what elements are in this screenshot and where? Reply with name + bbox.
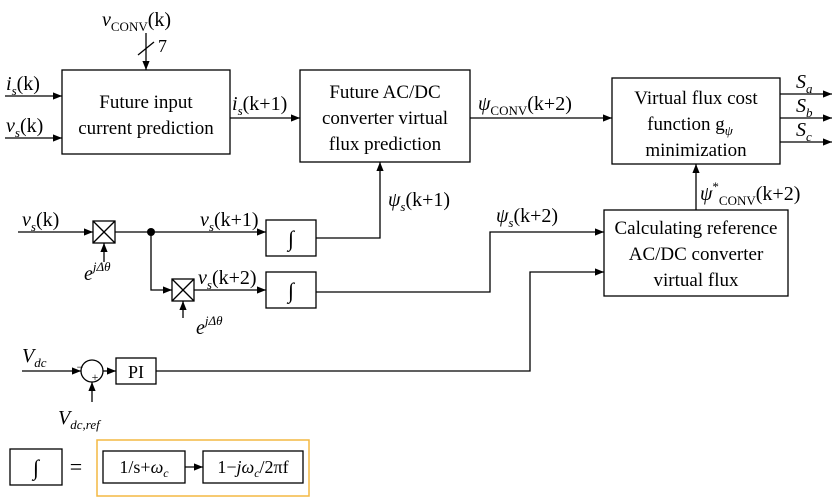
cost-line3: minimization [645,140,747,161]
reference-line1: Calculating reference [615,218,778,239]
integrator-block-1: ∫ [265,219,317,257]
output-sa-label: Sa [796,71,813,96]
pi-controller-block: PI [115,357,157,385]
vdc-label: Vdc [22,345,47,370]
legend-block2-text: 1−jωc/2πf [217,457,288,480]
flux-prediction-block: Future AC/DC converter virtual flux pred… [299,69,471,163]
minus-sign: − [77,360,84,374]
legend-block1-text: 1/s+ωc [119,457,169,480]
integrator-legend: ∫ = 1/s+ωc 1−jωc/2πf [9,439,310,497]
psi-s-k1-label: ψs(k+1) [388,189,450,214]
integral-symbol: ∫ [286,278,296,304]
input-prediction-block: Future input current prediction [61,69,231,155]
reference-line3: virtual flux [654,270,739,291]
flux-prediction-line3: flux prediction [329,134,442,155]
legend-highlight-frame [96,439,310,497]
output-sb-label: Sb [796,95,813,120]
conv-voltage-label: vCONV(k) [102,9,171,34]
psi-conv-k2-label: ψCONV(k+2) [478,93,572,118]
input-prediction-line2: current prediction [78,118,214,139]
connections [5,33,832,402]
rotation-label-1: ejΔθ [84,259,111,285]
legend-integral-symbol: ∫ [31,455,41,481]
summing-junction: − + [77,359,104,384]
vs-k-lower-label: vs(k) [22,209,59,234]
input-prediction-line1: Future input [99,92,193,113]
vs-k-label: vs(k) [6,115,43,140]
cost-line2: function gψ [647,114,734,138]
legend-equals: = [70,454,82,479]
is-k1-label: is(k+1) [232,93,287,118]
reference-line2: AC/DC converter [629,244,764,265]
multiplier-2 [171,278,195,302]
output-sc-label: Sc [796,119,812,144]
bus-width-label: 7 [158,36,167,56]
psi-ref-label: ψ*CONV(k+2) [700,179,800,208]
multiplier-1 [92,220,116,244]
cost-line1: Virtual flux cost [634,88,758,109]
integral-symbol: ∫ [286,226,296,252]
integrator-block-2: ∫ [265,271,317,309]
rotation-label-2: ejΔθ [196,313,223,339]
is-k-label: is(k) [6,73,40,98]
vs-k2-label: vs(k+2) [198,267,257,292]
flux-prediction-line2: converter virtual [322,108,448,129]
psi-s-k2-label: ψs(k+2) [496,205,558,230]
pi-label: PI [128,362,144,382]
cost-minimization-block: Virtual flux cost function gψ minimizati… [611,77,781,165]
reference-flux-block: Calculating reference AC/DC converter vi… [603,209,789,297]
vdc-ref-label: Vdc,ref [58,407,102,432]
plus-sign: + [92,370,99,384]
flux-prediction-line1: Future AC/DC [329,82,440,103]
vs-k1-label: vs(k+1) [200,209,259,234]
